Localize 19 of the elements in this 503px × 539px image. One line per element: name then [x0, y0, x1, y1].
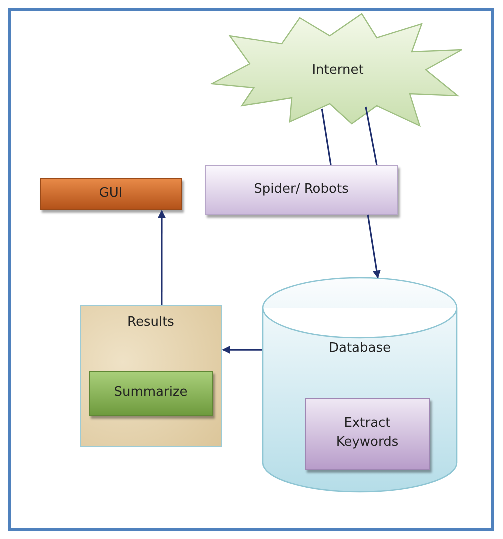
connector-line [365, 106, 378, 166]
arrow [222, 346, 262, 354]
node-label: Spider/ Robots [254, 180, 349, 199]
process-box [89, 371, 213, 416]
process-box [80, 305, 222, 447]
node-label: Extract Keywords [335, 415, 400, 452]
database-cylinder [262, 278, 458, 493]
node-label: Internet [312, 62, 364, 80]
process-box [305, 398, 430, 470]
connector-line [321, 108, 332, 166]
process-box [205, 165, 398, 215]
process-box [40, 178, 182, 210]
arrow [158, 210, 166, 305]
node-label: Summarize [114, 384, 188, 402]
node-label: Database [328, 340, 392, 358]
starburst-node [212, 14, 464, 128]
node-label: GUI [99, 184, 123, 203]
node-label: Results [128, 314, 174, 332]
arrow [367, 214, 381, 279]
